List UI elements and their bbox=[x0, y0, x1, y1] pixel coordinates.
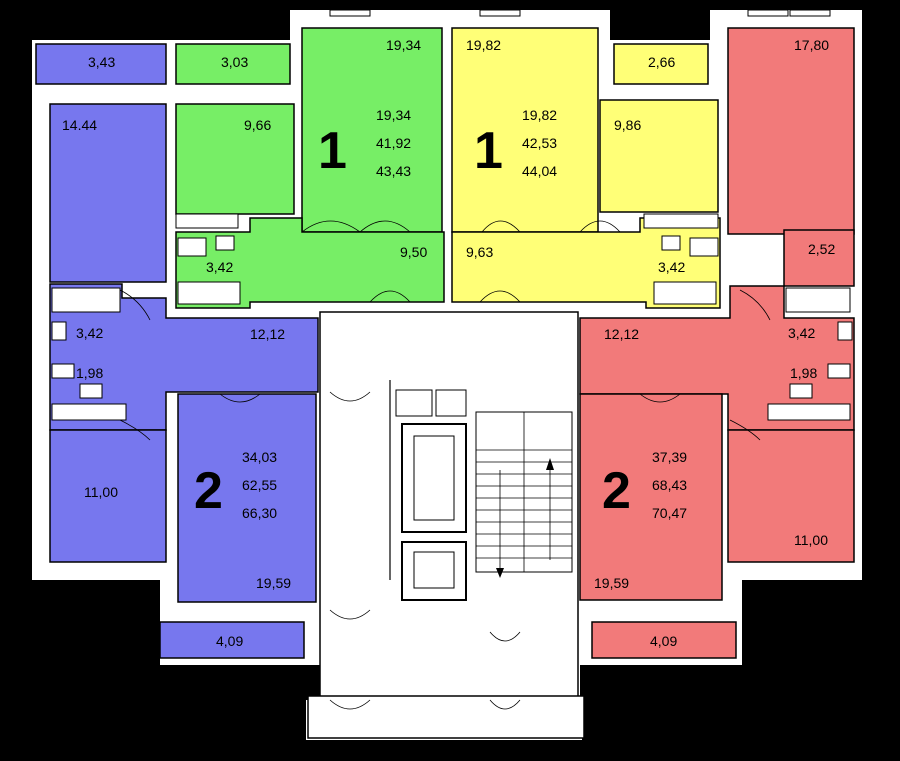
yellow-balcony-area: 2,66 bbox=[648, 54, 675, 70]
green-rooms-count: 1 bbox=[318, 122, 347, 180]
yellow-rooms-count: 1 bbox=[474, 122, 503, 180]
yellow-bedroom-area: 19,82 bbox=[466, 37, 501, 53]
yellow-hall-area: 9,63 bbox=[466, 244, 493, 260]
blue-living-area: 34,03 bbox=[242, 449, 277, 465]
green-bedroom-area: 19,34 bbox=[386, 37, 421, 53]
red-room-area: 19,59 bbox=[594, 575, 629, 591]
blue-kitchen-area: 14.44 bbox=[62, 117, 97, 133]
green-kitchen-area: 9,66 bbox=[244, 117, 271, 133]
red-living-area: 37,39 bbox=[652, 449, 687, 465]
stair-flight bbox=[475, 411, 573, 578]
green-total-area: 43,43 bbox=[376, 163, 411, 179]
apartment-blue bbox=[35, 43, 319, 659]
red-rooms-count: 2 bbox=[602, 462, 631, 520]
blue-bathroom-area: 3,42 bbox=[76, 325, 103, 341]
blue-bedroom-area: 11,00 bbox=[84, 484, 118, 500]
blue-hall-area: 12,12 bbox=[250, 326, 285, 342]
blue-room-area: 19,59 bbox=[256, 575, 291, 591]
red-total-area: 70,47 bbox=[652, 505, 687, 521]
blue-useful-area: 62,55 bbox=[242, 477, 277, 493]
blue-rooms-count: 2 bbox=[194, 462, 223, 520]
yellow-kitchen-area: 9,86 bbox=[614, 117, 641, 133]
apartment-green bbox=[175, 27, 445, 309]
red-bathroom-area: 3,42 bbox=[788, 325, 815, 341]
blue-balcony-bottom-area: 4,09 bbox=[216, 633, 243, 649]
green-balcony-area: 3,03 bbox=[221, 54, 248, 70]
red-useful-area: 68,43 bbox=[652, 477, 687, 493]
red-closet-area: 2,52 bbox=[808, 241, 835, 257]
red-bedroom-area: 11,00 bbox=[794, 532, 828, 548]
apartment-yellow bbox=[451, 27, 721, 309]
yellow-bathroom-area: 3,42 bbox=[658, 259, 685, 275]
red-room-top-area: 17,80 bbox=[794, 37, 829, 53]
blue-total-area: 66,30 bbox=[242, 505, 277, 521]
apartment-red bbox=[579, 27, 855, 659]
stairwell bbox=[307, 311, 585, 739]
blue-balcony-area: 3,43 bbox=[88, 54, 115, 70]
red-balcony-bottom-area: 4,09 bbox=[650, 633, 677, 649]
green-hall-area: 9,50 bbox=[400, 244, 427, 260]
red-toilet-area: 1,98 bbox=[790, 365, 817, 381]
blue-toilet-area: 1,98 bbox=[76, 365, 103, 381]
yellow-total-area: 44,04 bbox=[522, 163, 557, 179]
green-bathroom-area: 3,42 bbox=[206, 259, 233, 275]
yellow-living-area: 19,82 bbox=[522, 107, 557, 123]
red-hall-area: 12,12 bbox=[604, 326, 639, 342]
green-useful-area: 41,92 bbox=[376, 135, 411, 151]
yellow-useful-area: 42,53 bbox=[522, 135, 557, 151]
green-living-area: 19,34 bbox=[376, 107, 411, 123]
